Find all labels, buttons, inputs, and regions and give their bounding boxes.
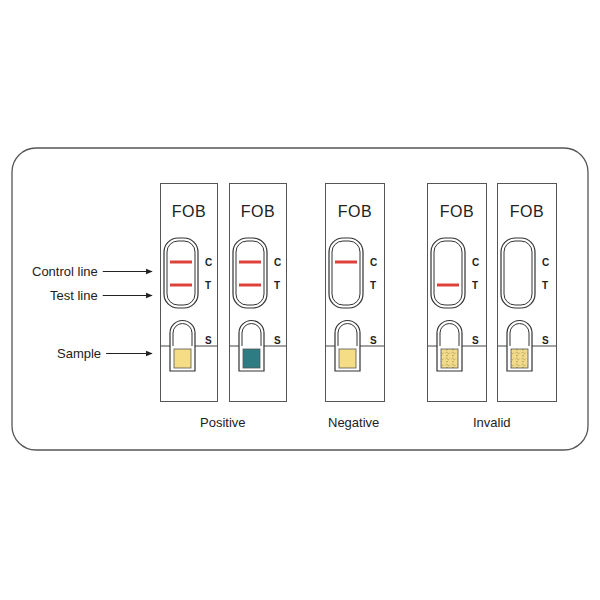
part-label: Test line — [50, 289, 98, 302]
leader-arrow — [103, 271, 152, 272]
sample-pad — [339, 349, 356, 368]
result-window-inner — [504, 241, 532, 305]
result-window — [233, 238, 267, 308]
sample-well — [239, 321, 264, 372]
sample-pad — [441, 349, 458, 368]
zone-letter: S — [370, 336, 377, 346]
cassette-drawing — [160, 238, 218, 371]
sample-pad — [511, 349, 528, 368]
frame — [12, 148, 588, 450]
leader-arrow — [103, 295, 152, 296]
test-cassette: FOB C T S — [160, 183, 218, 402]
zone-letter: T — [542, 281, 548, 291]
sample-well-inner — [510, 324, 529, 347]
sample-well — [335, 321, 360, 372]
result-window-inner — [236, 241, 264, 305]
device-name: FOB — [161, 204, 217, 220]
sample-pad — [174, 349, 191, 368]
result-window-inner — [167, 241, 195, 305]
result-label: Negative — [328, 416, 379, 429]
sample-pad — [243, 349, 260, 368]
test-cassette: FOB C T S — [427, 183, 487, 402]
device-name: FOB — [498, 204, 556, 220]
sample-well — [507, 321, 532, 372]
result-window — [501, 238, 535, 308]
sample-well-inner — [338, 324, 357, 347]
zone-letter: S — [472, 336, 479, 346]
zone-letter: S — [274, 336, 281, 346]
zone-letter: C — [472, 258, 479, 268]
result-window — [431, 238, 465, 308]
zone-letter: C — [274, 258, 281, 268]
zone-letter: T — [472, 281, 478, 291]
sample-well-inner — [440, 324, 459, 347]
result-label: Positive — [200, 416, 246, 429]
cassette-drawing — [497, 238, 557, 371]
cassette-drawing — [427, 238, 487, 371]
test-cassette: FOB C T S — [497, 183, 557, 402]
zone-letter: S — [205, 336, 212, 346]
result-window — [164, 238, 198, 308]
zone-letter: C — [542, 258, 549, 268]
test-line — [239, 284, 261, 287]
sample-well-inner — [173, 324, 192, 347]
device-name: FOB — [428, 204, 486, 220]
result-window-inner — [434, 241, 462, 305]
result-window-inner — [332, 241, 360, 305]
device-name: FOB — [230, 204, 286, 220]
control-line — [335, 261, 357, 264]
test-line — [170, 284, 192, 287]
result-label: Invalid — [473, 416, 511, 429]
sample-well-inner — [242, 324, 261, 347]
device-name: FOB — [326, 204, 384, 220]
zone-letter: S — [542, 336, 549, 346]
test-cassette: FOB C T S — [229, 183, 287, 402]
zone-letter: C — [205, 258, 212, 268]
result-window — [329, 238, 363, 308]
part-label: Control line — [32, 265, 98, 278]
leader-arrow — [106, 353, 152, 354]
cassette-drawing — [325, 238, 385, 371]
control-line — [239, 261, 261, 264]
zone-letter: T — [274, 281, 280, 291]
test-cassette: FOB C T S — [325, 183, 385, 402]
control-line — [170, 261, 192, 264]
sample-well — [170, 321, 195, 372]
zone-letter: T — [205, 281, 211, 291]
test-line — [437, 284, 459, 287]
sample-well — [437, 321, 462, 372]
part-label: Sample — [57, 347, 101, 360]
cassette-drawing — [229, 238, 287, 371]
zone-letter: T — [370, 281, 376, 291]
zone-letter: C — [370, 258, 377, 268]
